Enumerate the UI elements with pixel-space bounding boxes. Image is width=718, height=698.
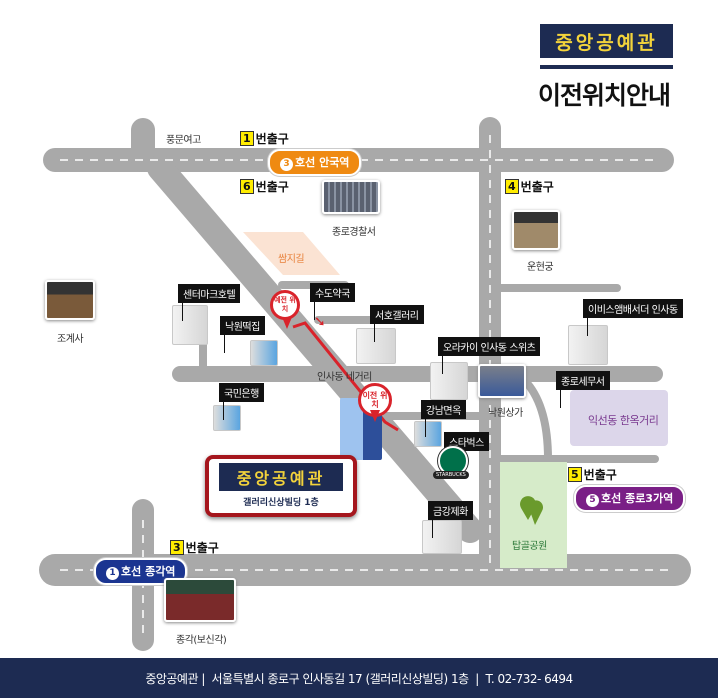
label-jogyesa: 조계사 <box>57 334 84 345</box>
label-insadong-cross: 인사동 네거리 <box>317 372 372 383</box>
exit-number: 4 <box>505 179 519 194</box>
route-line <box>292 321 399 432</box>
line-number-icon: 3 <box>280 158 293 171</box>
exit-label: 번출구 <box>255 132 289 146</box>
tag-geumgang: 금강제화 <box>428 501 473 538</box>
callout-name: 중앙공예관 <box>236 469 326 488</box>
exit-label: 번출구 <box>255 180 289 194</box>
exit-number: 1 <box>240 131 254 146</box>
label-jonggak: 종각(보신각) <box>176 635 227 646</box>
walking-person-icon: ➘ <box>314 314 326 330</box>
page-title: 이전위치안내 <box>538 81 671 110</box>
tag-seoho: 서호갤러리 <box>370 305 424 342</box>
tag-gangnam: 강남면옥 <box>421 400 466 437</box>
ikseondong-area <box>570 390 668 446</box>
tag-kookmin: 국민은행 <box>219 383 264 420</box>
road-curve <box>516 372 552 574</box>
orakai-building-icon <box>430 362 468 400</box>
exit-label: 번출구 <box>583 468 617 482</box>
ibis-building-icon <box>568 325 608 365</box>
centermark-building-icon <box>172 305 208 345</box>
label-unhyeongung: 운현궁 <box>527 262 554 273</box>
jonggak-icon <box>164 578 236 622</box>
starbucks-wordmark: STARBUCKS <box>433 471 469 479</box>
exit-number: 3 <box>170 540 184 555</box>
tag-ibis: 이비스앰배서더 인사동 <box>583 299 683 336</box>
exit-number: 5 <box>568 467 582 482</box>
new-location-pin: 이전 위치 <box>358 383 392 422</box>
station-label: 호선 종각역 <box>121 565 176 578</box>
header-divider <box>540 65 673 69</box>
kookmin-building-icon <box>213 405 241 431</box>
nakwon-tteok-building-icon <box>250 340 278 366</box>
exit-label: 번출구 <box>520 180 554 194</box>
line-number-icon: 1 <box>106 567 119 580</box>
footer: 중앙공예관 | 서울특별시 종로구 인사동길 17 (갤러리신상빌딩) 1층 |… <box>0 658 718 698</box>
tag-sudo: 수도약국 <box>310 283 355 320</box>
nakwon-arcade-icon <box>478 364 526 398</box>
road-diagonal <box>147 155 483 543</box>
exit-label: 번출구 <box>185 541 219 555</box>
station-label: 호선 안국역 <box>295 156 350 169</box>
label-pungmun: 풍문여고 <box>166 135 201 146</box>
unhyeongung-icon <box>512 210 560 250</box>
tag-centermark: 센터마크호텔 <box>178 284 241 321</box>
geumgang-building-icon <box>422 520 462 554</box>
tag-nakwon-tteok: 낙원떡집 <box>220 316 265 353</box>
footer-address: 중앙공예관 | 서울특별시 종로구 인사동길 17 (갤러리신상빌딩) 1층 |… <box>145 671 573 686</box>
logo-box: 중앙공예관 <box>540 24 673 58</box>
gangnam-building-icon <box>414 421 442 447</box>
logo-text: 중앙공예관 <box>555 31 658 54</box>
label-ssamzigil: 쌈지길 <box>278 254 305 265</box>
jogyesa-icon <box>45 280 95 320</box>
line-number-icon: 5 <box>586 494 599 507</box>
station-label: 호선 종로3가역 <box>601 492 674 505</box>
label-ikseondong: 익선동 한옥거리 <box>588 414 659 427</box>
label-tapgol: 탑골공원 <box>512 541 547 552</box>
label-nakwon-arcade: 낙원상가 <box>488 408 523 419</box>
callout-building: 갤러리신상빌딩 1층 <box>243 498 319 508</box>
ssamzigil-area <box>243 232 340 275</box>
label-police: 종로경찰서 <box>332 227 376 238</box>
tag-tax-office: 종로세무서 <box>556 371 610 408</box>
tree-icon <box>520 496 543 525</box>
tag-orakai: 오라카이 인사동 스위츠 <box>438 337 541 374</box>
old-location-pin: 예전 위치 <box>270 290 300 329</box>
exit-number: 6 <box>240 179 254 194</box>
store-callout: 중앙공예관 갤러리신상빌딩 1층 <box>205 455 357 517</box>
seoho-building-icon <box>356 328 396 364</box>
police-building-icon <box>322 180 380 214</box>
callout-logo: 중앙공예관 <box>219 463 343 491</box>
